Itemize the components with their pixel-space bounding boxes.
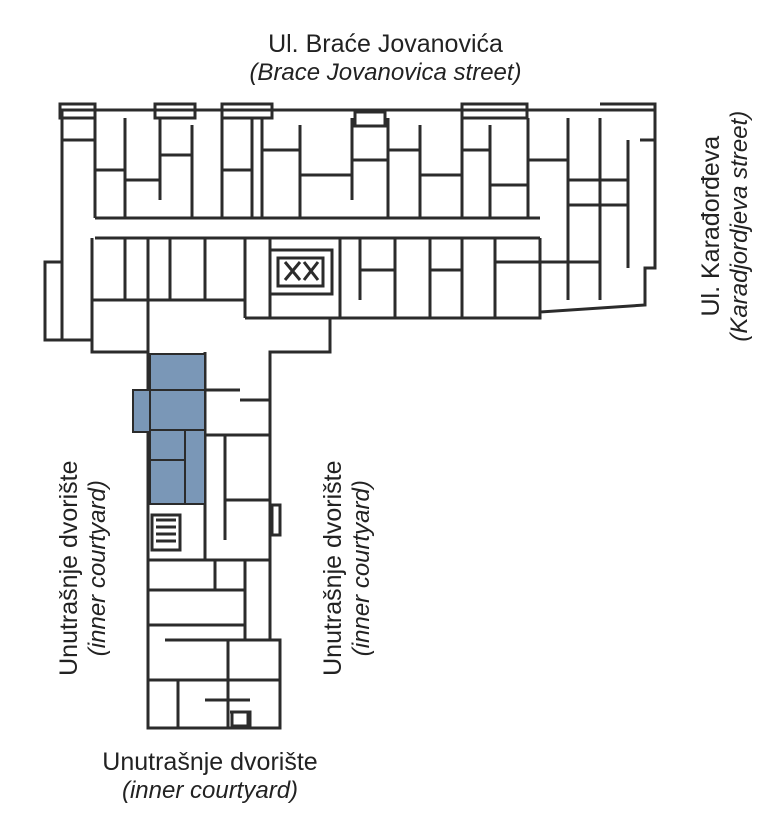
courtyard-name-english: (inner courtyard) [83, 480, 111, 657]
highlighted-apartment[interactable] [132, 353, 206, 505]
bay [353, 110, 387, 128]
street-name: Ul. Braće Jovanovića [268, 30, 503, 58]
elevator-core [276, 256, 325, 288]
street-name-english: (Brace Jovanovica street) [249, 58, 522, 86]
bay [58, 102, 97, 120]
bay [153, 102, 197, 120]
street-label-top: Ul. Braće Jovanovića (Brace Jovanovica s… [0, 30, 771, 86]
corridor [95, 216, 540, 240]
courtyard-label-left: Unutrašnje dvorište (inner courtyard) [55, 378, 111, 758]
street-label-right: Ul. Karađorđeva (Karadjordjeva street) [697, 36, 753, 416]
courtyard-name: Unutrašnje dvorište [102, 748, 318, 776]
courtyard-name: Unutrašnje dvorište [318, 460, 347, 676]
stair [150, 513, 182, 552]
courtyard-label-bottom: Unutrašnje dvorište (inner courtyard) [0, 748, 420, 804]
interior-walls [62, 118, 630, 312]
interior-walls-lower [60, 238, 540, 352]
street-name-english: (Karadjordjeva street) [725, 110, 753, 342]
courtyard-label-middle: Unutrašnje dvorište (inner courtyard) [319, 378, 375, 758]
courtyard-name: Unutrašnje dvorište [54, 460, 83, 676]
bay [220, 102, 274, 120]
courtyard-name-english: (inner courtyard) [121, 776, 299, 804]
bay [460, 102, 529, 120]
courtyard-name-english: (inner courtyard) [347, 480, 375, 657]
corner-bay [600, 102, 657, 142]
street-name: Ul. Karađorđeva [696, 135, 725, 317]
